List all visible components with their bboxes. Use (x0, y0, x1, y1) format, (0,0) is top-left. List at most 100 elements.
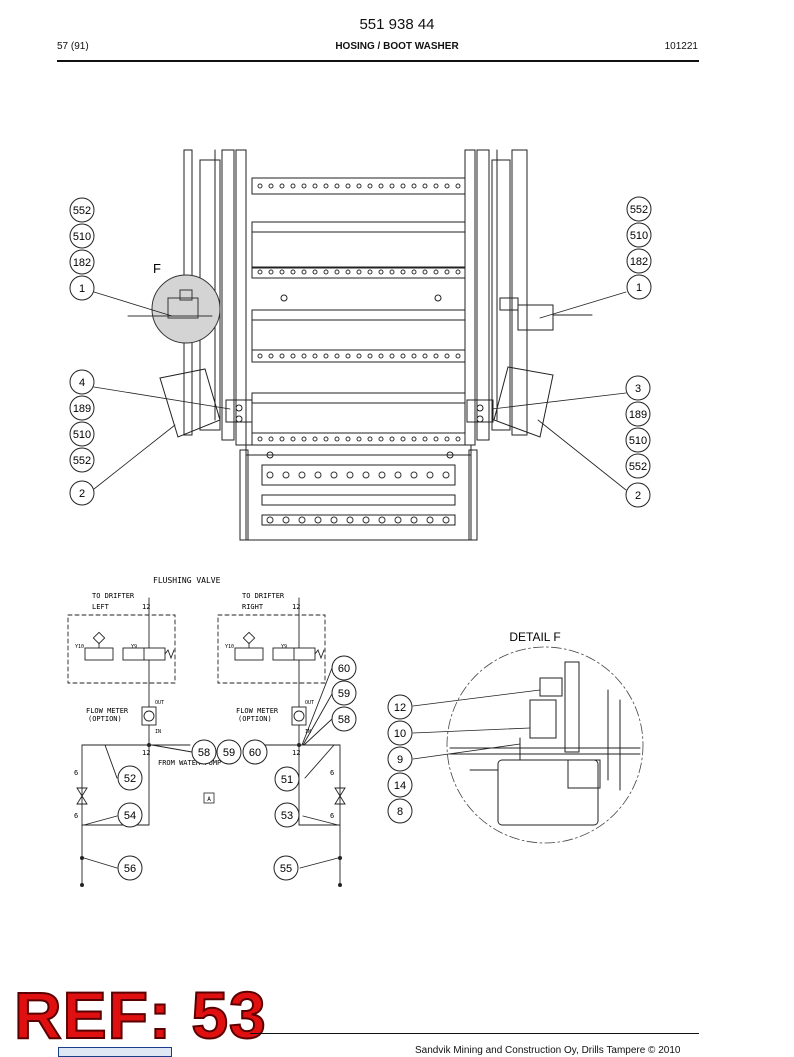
svg-text:189: 189 (629, 409, 647, 421)
callout-balloon: 60 (331, 655, 357, 681)
svg-text:59: 59 (338, 688, 350, 700)
perforation-hole (290, 353, 296, 359)
perforation-hole (356, 436, 362, 442)
callout-balloon: 189 (625, 401, 651, 427)
step-perforations (257, 183, 461, 524)
svg-text:10: 10 (394, 728, 406, 740)
svg-text:552: 552 (630, 204, 648, 216)
svg-text:56: 56 (124, 863, 136, 875)
grating-hole (282, 471, 290, 479)
perforation-hole (334, 269, 340, 275)
svg-text:TO DRIFTER: TO DRIFTER (92, 592, 135, 600)
detail-letter: F (153, 261, 161, 276)
callout-balloon: 52 (117, 765, 143, 791)
perforation-hole (411, 436, 417, 442)
svg-text:510: 510 (73, 429, 91, 441)
svg-text:(OPTION): (OPTION) (88, 715, 122, 723)
perforation-hole (312, 353, 318, 359)
svg-text:14: 14 (394, 780, 406, 792)
svg-text:LEFT: LEFT (92, 603, 110, 611)
perforation-hole (422, 436, 428, 442)
perforation-hole (345, 436, 351, 442)
callout-balloon: 189 (69, 395, 95, 421)
document-number: 551 938 44 (359, 16, 435, 33)
perforation-hole (301, 353, 307, 359)
perforation-hole (323, 353, 329, 359)
perforation-hole (268, 353, 274, 359)
callout-balloon: 56 (117, 855, 143, 881)
svg-text:12: 12 (142, 603, 150, 611)
grating-hole (378, 471, 386, 479)
callout-balloon: 510 (69, 421, 95, 447)
callout-balloon: 1 (69, 275, 95, 301)
callouts-left-lower: 4 189 510 552 2 (69, 369, 95, 506)
svg-text:182: 182 (73, 257, 91, 269)
perforation-hole (389, 436, 395, 442)
perforation-hole (301, 183, 307, 189)
svg-text:552: 552 (73, 455, 91, 467)
perforation-hole (323, 269, 329, 275)
perforation-hole (444, 269, 450, 275)
svg-text:TO DRIFTER: TO DRIFTER (242, 592, 285, 600)
perforation-hole (433, 183, 439, 189)
callout-balloon: 2 (625, 482, 651, 508)
perforation-hole (279, 183, 285, 189)
perforation-hole (378, 353, 384, 359)
grating-hole (362, 471, 370, 479)
callout-balloon: 59 (331, 680, 357, 706)
svg-text:12: 12 (142, 749, 150, 757)
perforation-hole (433, 269, 439, 275)
grating-hole (282, 516, 290, 524)
perforation-hole (367, 183, 373, 189)
svg-text:2: 2 (79, 488, 85, 500)
perforation-hole (433, 436, 439, 442)
callout-balloon: 10 (387, 720, 413, 746)
svg-text:182: 182 (630, 256, 648, 268)
grating-hole (346, 471, 354, 479)
perforation-hole (257, 269, 263, 275)
svg-text:2: 2 (635, 490, 641, 502)
perforation-hole (444, 436, 450, 442)
callout-balloon: 60 (242, 739, 268, 765)
grating-hole (410, 516, 418, 524)
perforation-hole (301, 436, 307, 442)
callouts-right-lower: 3 189 510 552 2 (625, 375, 651, 508)
perforation-hole (411, 353, 417, 359)
svg-text:IN: IN (305, 729, 311, 735)
perforation-hole (455, 269, 461, 275)
perforation-hole (345, 353, 351, 359)
svg-text:OUT: OUT (155, 700, 164, 706)
perforation-hole (389, 353, 395, 359)
perforation-hole (268, 269, 274, 275)
grating-hole (330, 471, 338, 479)
section-title: HOSING / BOOT WASHER (335, 41, 459, 52)
perforation-hole (312, 183, 318, 189)
svg-text:Y10: Y10 (75, 644, 84, 650)
grating-hole (314, 471, 322, 479)
grating-hole (394, 516, 402, 524)
perforation-hole (345, 183, 351, 189)
perforation-hole (389, 269, 395, 275)
grating-hole (314, 516, 322, 524)
svg-text:6: 6 (330, 769, 334, 777)
grating-hole (426, 516, 434, 524)
perforation-hole (290, 183, 296, 189)
svg-text:189: 189 (73, 403, 91, 415)
perforation-hole (356, 183, 362, 189)
svg-text:58: 58 (338, 714, 350, 726)
detail-f-marker (127, 274, 221, 344)
grating-hole (266, 516, 274, 524)
perforation-hole (422, 183, 428, 189)
svg-text:51: 51 (281, 774, 293, 786)
perforation-hole (433, 353, 439, 359)
callout-balloon: 58 (331, 706, 357, 732)
grating-hole (346, 516, 354, 524)
perforation-hole (268, 183, 274, 189)
grating-hole (330, 516, 338, 524)
perforation-hole (389, 183, 395, 189)
grating-hole (442, 516, 450, 524)
grating-hole (410, 471, 418, 479)
callout-balloon: 182 (626, 248, 652, 274)
perforation-hole (400, 436, 406, 442)
perforation-hole (290, 269, 296, 275)
